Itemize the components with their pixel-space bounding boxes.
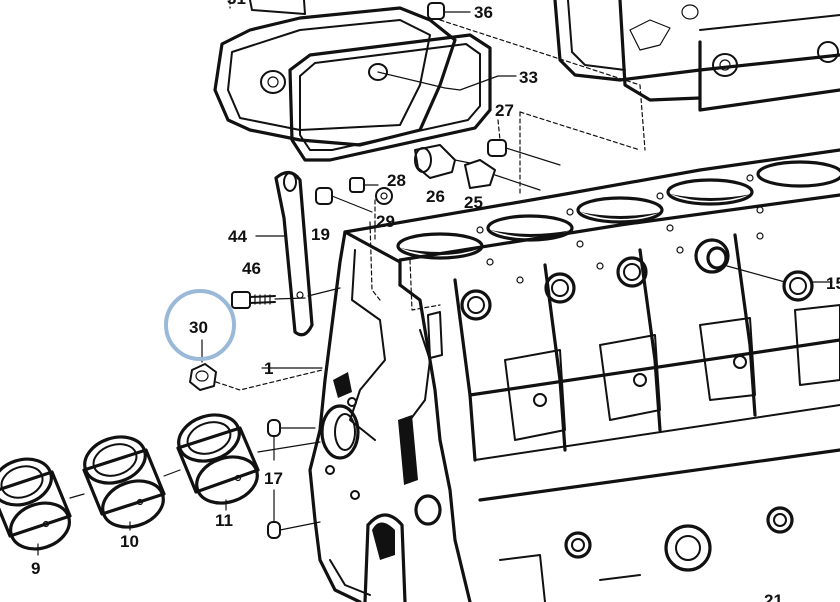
- sensor-25: [464, 159, 541, 191]
- callout-46: 46: [242, 259, 261, 278]
- callout-30: 30: [189, 318, 208, 337]
- highlight-circle: [164, 289, 236, 361]
- callout-36: 36: [474, 3, 493, 22]
- plug-29: [374, 187, 393, 241]
- stud-36: [427, 2, 646, 151]
- dowel-17-upper: [267, 419, 316, 461]
- callout-1: 1: [264, 359, 273, 378]
- valve-cover-right: [553, 0, 840, 112]
- callout-44: 44: [228, 227, 247, 246]
- bushing-10: [82, 435, 181, 531]
- callout-31: 31: [227, 0, 246, 8]
- callout-29: 29: [376, 212, 395, 231]
- plug-30: [189, 339, 323, 391]
- callout-28: 28: [387, 171, 406, 190]
- valve-cover-left: [213, 0, 457, 147]
- engine-block: [308, 148, 840, 602]
- callout-19: 19: [311, 225, 330, 244]
- callout-17: 17: [264, 469, 283, 488]
- bolt-46: [231, 287, 341, 309]
- callout-10: 10: [120, 532, 139, 551]
- leader-lines: [229, 0, 323, 369]
- callout-21: 21: [764, 591, 783, 602]
- bushing-9: [0, 457, 85, 556]
- callout-11: 11: [215, 511, 233, 530]
- callout-labels: 36 33 27 28 26 25 29 19 44 46 30 1 15 17…: [31, 0, 840, 602]
- bushing-11: [176, 413, 321, 511]
- sensor-26: [414, 144, 481, 179]
- plug-19: [315, 187, 373, 213]
- callout-33: 33: [519, 68, 538, 87]
- callout-26: 26: [426, 187, 445, 206]
- bracket-44: [255, 170, 314, 337]
- sensor-27: [487, 111, 641, 196]
- plug-28: [349, 177, 379, 193]
- gasket-33: [288, 33, 517, 162]
- callout-15: 15: [826, 274, 840, 293]
- callout-25: 25: [464, 193, 483, 212]
- dowel-17-lower: [267, 489, 321, 539]
- callout-9: 9: [31, 559, 40, 578]
- callout-27: 27: [495, 101, 514, 120]
